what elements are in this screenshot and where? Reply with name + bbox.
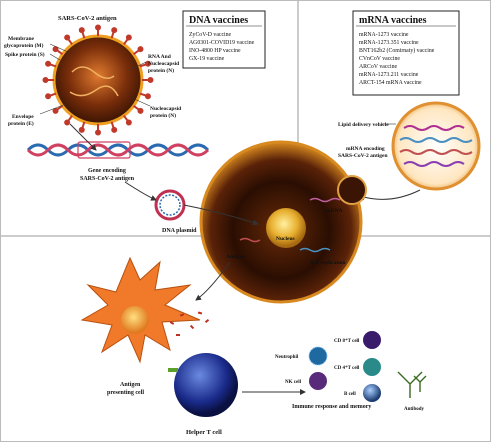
mrna-encoding-label-1: mRNA encoding — [346, 146, 385, 152]
dna-plasmid — [154, 189, 186, 221]
spike-tip — [64, 119, 71, 126]
b-cell — [363, 384, 381, 402]
mrna-vaccines-box: mRNA vaccines mRNA-1273 vaccine mRNA-127… — [352, 10, 460, 96]
dna-plasmid-label: DNA plasmid — [162, 228, 197, 234]
arrow-cell-to-apc — [195, 261, 231, 301]
spike-tip — [64, 34, 71, 41]
mrna-item: CVnCoV vaccine — [359, 56, 400, 62]
apc-label-1: Antigen — [120, 382, 141, 388]
neutrophil-cell — [308, 346, 328, 366]
membrane-label-2: glycoprotein (M) — [4, 42, 44, 49]
immune-response-label: Immune response and memory — [292, 404, 371, 410]
neutrophil-label: Neutrophil — [275, 355, 299, 360]
spike-tip — [111, 126, 118, 133]
envelope-label-2: protein (E) — [8, 120, 34, 127]
mrna-encoding-label-2: SARS-CoV-2 antigen — [338, 153, 388, 159]
nucleocapsid-label-2: protein (N) — [150, 112, 176, 119]
dna-item: INO-4800 HP vaccine — [189, 48, 241, 54]
antibody-icon — [397, 371, 427, 398]
dna-item: ZyCoV-D vaccine — [189, 32, 232, 38]
rna-label-2: Nucleocapsid — [148, 61, 179, 67]
spike-tip — [125, 119, 132, 126]
cd8-label: CD 8⁺T cell — [334, 338, 360, 344]
envelope-label-1: Envelope — [12, 114, 34, 120]
antigen-presenting-cell — [80, 256, 201, 364]
spike-tip — [45, 60, 52, 67]
gene-label-1: Gene encoding — [88, 168, 126, 174]
self-replication-label: Self replication — [310, 260, 346, 266]
virus-title: SARS-CoV-2 antigen — [58, 15, 117, 22]
nk-label: NK cell — [285, 380, 302, 385]
antigen-cell-label: Antigen — [226, 254, 245, 260]
spike-tip — [52, 46, 59, 53]
spike-tip — [125, 34, 132, 41]
nucleus — [266, 208, 306, 248]
spike-tip — [78, 126, 85, 133]
dna-box-title: DNA vaccines — [189, 15, 248, 26]
spike-tip — [111, 27, 118, 34]
mrna-item: ARCT-154 mRNA vaccine — [359, 80, 422, 86]
lipid-label: Lipid delivery vehicle — [338, 122, 389, 128]
arrow-virus-to-gene — [69, 123, 97, 151]
sars-cov-2-virus — [42, 24, 154, 136]
antibody-label: Antibody — [404, 407, 425, 412]
apc-label-2: presenting cell — [107, 390, 144, 396]
spike-tip — [144, 60, 151, 67]
helper-t-cell — [168, 353, 238, 417]
cell-mrna-strands — [239, 197, 341, 253]
spike-tip — [137, 46, 144, 53]
cd4-t-cell — [363, 358, 381, 376]
dna-vaccines-box: DNA vaccines ZyCoV-D vaccine AG0301-COVI… — [182, 10, 266, 69]
mrna-box-title: mRNA vaccines — [359, 15, 427, 26]
gene-label-2: SARS-CoV-2 antigen — [80, 176, 135, 182]
arrow-gene-to-plasmid — [124, 181, 157, 201]
rna-label-1: RNA And — [148, 54, 171, 60]
rna-label-3: protein (N) — [148, 67, 174, 74]
spike-tip — [42, 77, 49, 83]
dna-item: GX-19 vaccine — [189, 56, 225, 62]
spike-label: Spike protein (S) — [5, 51, 45, 58]
spike-tip — [78, 27, 85, 34]
nucleocapsid-label-1: Nucleocapsid — [150, 106, 181, 112]
mrna-item: BNT162b2 (Comirnaty) vaccine — [359, 47, 435, 54]
membrane-label-1: Membrane — [8, 36, 35, 42]
spike-tip — [137, 107, 144, 114]
nk-cell — [309, 372, 327, 390]
spike-tip — [95, 129, 101, 136]
spike-tip — [52, 107, 59, 114]
arrow-lipid-to-cell — [359, 189, 421, 201]
arrow-plasmid-to-cell — [183, 204, 259, 226]
mrna-item: ARCoV vaccine — [359, 64, 397, 70]
dna-item: AG0301-COVID19 vaccine — [189, 40, 255, 46]
mrna-item: mRNA-1273.211 vaccine — [359, 72, 419, 78]
spike-tip — [147, 77, 154, 83]
mrna-item: mRNA-1273 vaccine — [359, 32, 409, 38]
virus-leader-lines — [39, 43, 151, 115]
mrna-item: mRNA-1273.351 vaccine — [359, 40, 419, 46]
nucleus-label: Nucleus — [276, 236, 295, 242]
bcell-label: B cell — [344, 392, 356, 397]
cd4-label: CD 4⁺T cell — [334, 365, 360, 371]
antigen-fragments — [169, 311, 210, 336]
spike-tip — [144, 93, 151, 100]
cd8-t-cell — [363, 331, 381, 349]
spike-tip — [95, 24, 101, 31]
dna-strand — [26, 141, 210, 159]
helper-t-label: Helper T cell — [186, 429, 222, 436]
spike-tip — [45, 93, 52, 100]
lipid-delivery-vehicle — [391, 101, 481, 191]
mrna-cell-label: mRNA — [326, 208, 343, 214]
